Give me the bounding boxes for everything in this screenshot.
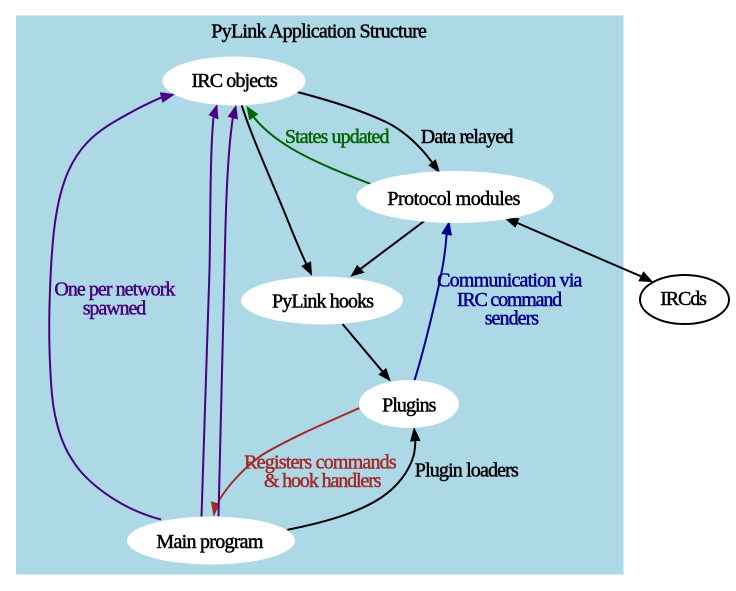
svg-text:& hook handlers: & hook handlers [264, 470, 382, 492]
svg-text:Registers commands: Registers commands [244, 451, 397, 473]
svg-text:senders: senders [485, 307, 540, 329]
svg-text:Data relayed: Data relayed [421, 126, 514, 148]
svg-text:IRC objects: IRC objects [191, 70, 278, 92]
svg-text:PyLink hooks: PyLink hooks [272, 291, 374, 313]
svg-text:PyLink Application Structure: PyLink Application Structure [211, 21, 427, 43]
svg-text:spawned: spawned [83, 298, 147, 320]
svg-text:One per network: One per network [54, 279, 175, 301]
svg-text:States updated: States updated [285, 126, 390, 148]
svg-text:Plugin loaders: Plugin loaders [415, 460, 519, 482]
svg-text:IRCds: IRCds [660, 288, 707, 310]
svg-text:Communication via: Communication via [437, 270, 582, 292]
svg-text:Main program: Main program [156, 531, 263, 553]
svg-text:IRC command: IRC command [457, 289, 562, 311]
svg-text:Protocol modules: Protocol modules [387, 188, 520, 210]
svg-text:Plugins: Plugins [382, 395, 437, 417]
